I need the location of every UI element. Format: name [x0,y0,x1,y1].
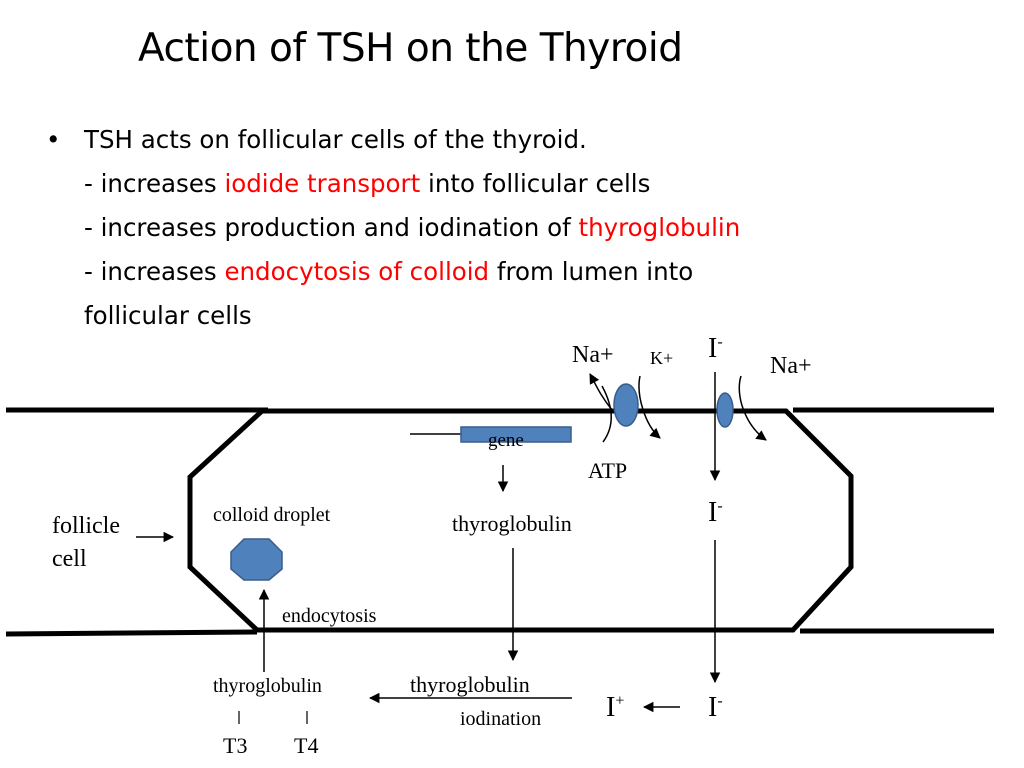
follicle-cell-outline [187,408,854,633]
iodide-symporter [716,392,734,428]
label-endocytosis: endocytosis [282,605,377,627]
highlight-endocytosis-of-colloid: endocytosis of colloid [224,257,490,286]
label-gene: gene [488,430,524,451]
highlight-iodide-transport: iodide transport [224,169,421,198]
bullet-line-5: follicular cells [84,301,252,330]
bullet-line-2: - increases iodide transport into follic… [46,162,1006,206]
label-thyroglobulin-lumen: thyroglobulin [410,672,530,697]
label-thyroglobulin-left: thyroglobulin [213,675,322,697]
iodide-top-base: I [708,333,718,364]
bullet-list: • TSH acts on follicular cells of the th… [46,118,1006,338]
colloid-droplet-shape [230,538,283,581]
label-na-plus-right: Na+ [770,353,812,379]
na-k-pump [613,383,639,427]
iodide-bottom-base: I [708,692,718,723]
label-follicle-cell: follicle cell [52,510,120,576]
label-iodide-bottom: I- [708,692,723,724]
label-t4: T4 [294,733,319,758]
highlight-thyroglobulin: thyroglobulin [578,213,741,242]
bullet-line-2-pre: - increases [84,169,225,198]
gene-box [460,426,572,443]
label-colloid-droplet: colloid droplet [213,504,331,526]
label-iodide-top: I- [708,333,723,365]
membrane-bottom-left [5,629,258,637]
label-iodination: iodination [460,708,542,730]
bullet-line-4-post: from lumen into [489,257,694,286]
atp-arc [601,385,612,443]
na-in-arc [738,375,767,441]
iodine-plus-base: I [606,692,616,723]
iodide-top-sup: - [717,333,723,351]
label-thyroglobulin-cell: thyroglobulin [452,511,572,536]
bullet-line-4-pre: - increases [84,257,225,286]
follicle-cell-line-1: follicle [52,513,120,539]
bullet-dot: • [46,125,61,154]
label-iodide-middle: I- [708,497,723,529]
k-in-arrow [638,375,661,439]
bullet-line-3-pre: - increases production and iodination of [84,213,579,242]
follicle-cell-line-2: cell [52,546,87,572]
na-out-arrow [589,373,613,411]
iodide-middle-base: I [708,497,718,528]
iodine-plus-sup: + [615,692,625,710]
label-k-plus: K+ [650,348,674,368]
label-t3: T3 [223,733,248,758]
bullet-line-1: TSH acts on follicular cells of the thyr… [84,125,587,154]
iodide-middle-sup: - [717,497,723,515]
bullet-line-4: - increases endocytosis of colloid from … [46,250,1006,294]
bullet-line-2-post: into follicular cells [420,169,651,198]
iodide-bottom-sup: - [717,692,723,710]
bullet-line-3: - increases production and iodination of… [46,206,1006,250]
label-atp: ATP [588,458,628,483]
label-iodine-plus: I+ [606,692,624,724]
label-na-plus-left: Na+ [572,342,614,368]
slide-title: Action of TSH on the Thyroid [138,26,683,71]
